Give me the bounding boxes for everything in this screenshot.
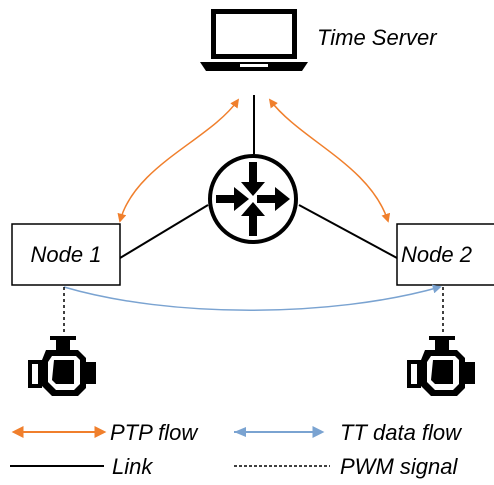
time-server-label: Time Server (317, 25, 438, 50)
node2-box[interactable]: Node 2 (396, 223, 494, 286)
legend-ptp-label: PTP flow (110, 420, 199, 445)
ptp-flow-node2 (268, 98, 391, 223)
ptp-flow-node1 (117, 98, 240, 223)
laptop-icon (200, 9, 308, 71)
node1-box[interactable]: Node 1 (11, 223, 121, 286)
tt-data-flow (63, 284, 442, 311)
legend-tt-swatch-head (234, 427, 246, 437)
link-switch-node2 (298, 204, 398, 259)
node2-label: Node 2 (401, 242, 472, 267)
legend-pwm-label: PWM signal (340, 454, 458, 479)
legend-tt-label: TT data flow (340, 420, 463, 445)
engine-icon (28, 336, 96, 396)
legend-link-label: Link (112, 454, 153, 479)
link-node1-switch (119, 204, 209, 259)
engine-icon (407, 336, 475, 396)
node1-label: Node 1 (31, 242, 102, 267)
switch-icon (208, 154, 298, 244)
